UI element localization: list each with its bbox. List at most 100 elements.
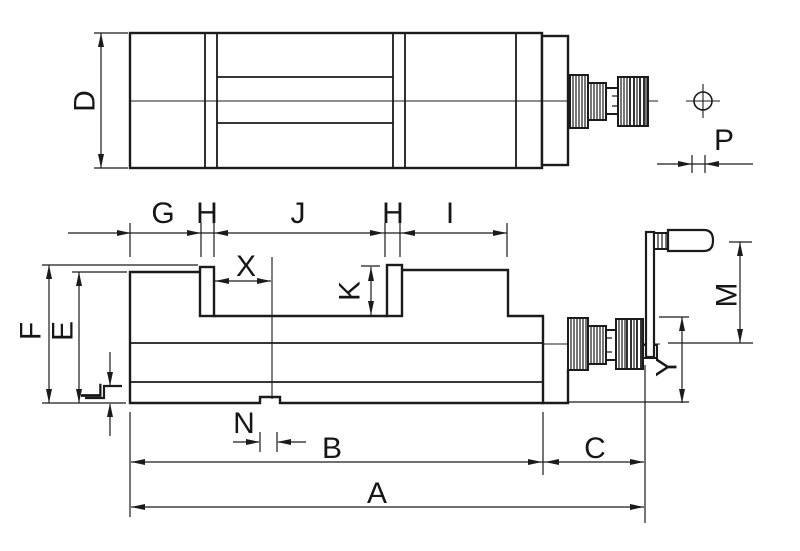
movable-jaw-plate — [385, 263, 404, 318]
arrowhead-up-icon — [76, 272, 82, 286]
dim-d-lines — [94, 32, 128, 169]
arrowhead-right-icon — [528, 459, 542, 465]
screw-nut-hatching — [620, 78, 647, 125]
dim-label-e: E — [47, 321, 80, 341]
dim-label-y: Y — [651, 357, 684, 377]
arrowhead-up-icon — [98, 33, 104, 47]
dim-l: L — [76, 352, 122, 436]
screw-neck-section — [605, 329, 617, 361]
arrowhead-left-icon — [401, 230, 415, 236]
arrowhead-left-icon — [545, 459, 559, 465]
screw-neck-section — [605, 87, 619, 115]
body-inner-lines — [130, 342, 543, 383]
screw-collar-hatching — [590, 84, 604, 119]
dim-label-k: K — [334, 281, 367, 301]
dim-label-p: P — [714, 124, 734, 157]
arrowhead-down-icon — [98, 154, 104, 168]
dim-label-h1: H — [196, 197, 218, 230]
dim-f-lines — [42, 264, 198, 404]
screw-nut-lamellae — [629, 77, 645, 126]
arrowhead-down-icon — [46, 389, 52, 403]
arrowhead-right-icon — [257, 278, 271, 284]
arrowhead-right-icon — [370, 230, 384, 236]
screw-nut-section — [617, 76, 649, 127]
dim-d: D — [69, 32, 128, 169]
dim-m: M — [668, 241, 753, 344]
arrowhead-down-icon — [737, 329, 743, 343]
crank-arm — [644, 230, 656, 359]
arrowhead-left-icon — [131, 504, 145, 510]
arrowhead-down-icon — [679, 389, 685, 403]
base-lip-step — [85, 384, 122, 400]
arrowhead-left-icon — [214, 230, 228, 236]
arrowhead-right-icon — [630, 459, 644, 465]
dim-label-x: X — [236, 250, 256, 283]
arrowhead-up-icon — [107, 403, 113, 417]
screw-nut-lamellae — [626, 319, 642, 369]
dim-x: X — [215, 250, 271, 284]
dim-label-b: B — [322, 432, 342, 465]
dim-label-h2: H — [382, 197, 404, 230]
sliding-jaw-block — [400, 268, 545, 405]
top-view: D P — [69, 31, 753, 173]
arrowhead-down-icon — [76, 389, 82, 403]
handle-hub-knurl — [657, 233, 667, 249]
screw-collar-hatching — [590, 327, 604, 363]
side-view: G H J H I — [15, 197, 753, 523]
dim-label-f: F — [15, 322, 48, 340]
arrowhead-left-icon — [277, 439, 291, 445]
dim-label-c: C — [584, 432, 606, 465]
crosshair-lines-icon — [686, 84, 720, 118]
crank-handle — [644, 228, 715, 359]
screw-nut-hatching — [618, 320, 635, 368]
screw-nut-section — [615, 318, 644, 370]
dim-c: C — [545, 365, 646, 523]
dim-b: B — [129, 412, 644, 517]
arrowhead-right-icon — [493, 230, 507, 236]
screw-thread-hatching — [572, 76, 586, 127]
dim-y: Y — [568, 316, 689, 403]
arrowhead-right-icon — [246, 439, 260, 445]
dim-e: E — [47, 271, 127, 403]
arrowhead-right-icon — [678, 161, 692, 167]
arrowhead-left-icon — [131, 459, 145, 465]
dim-a: A — [131, 477, 644, 510]
dim-chain-ghjhi: G H J H I — [68, 197, 508, 257]
dim-label-g: G — [151, 197, 174, 230]
dim-e-lines — [72, 271, 127, 403]
arrowhead-right-icon — [630, 504, 644, 510]
dim-p: P — [657, 84, 753, 173]
dim-label-d: D — [69, 90, 102, 112]
screw-assembly-plan — [569, 74, 649, 129]
arrowhead-down-icon — [368, 301, 374, 315]
handle-grip — [666, 228, 715, 253]
dim-label-n: N — [233, 407, 255, 440]
dim-y-lines — [568, 316, 689, 403]
fixed-jaw-plate — [198, 265, 216, 318]
arrowhead-up-icon — [368, 267, 374, 281]
dim-label-l: L — [76, 383, 109, 400]
dim-label-j: J — [291, 197, 306, 230]
body-silhouette — [128, 270, 570, 405]
screw-neck-notch — [606, 337, 612, 353]
dim-n: N — [233, 407, 306, 452]
screw-thread-hatching — [570, 319, 587, 369]
dim-label-a: A — [367, 477, 387, 510]
arrowhead-right-icon — [117, 230, 131, 236]
arrowhead-up-icon — [737, 242, 743, 256]
arrowhead-down-icon — [107, 372, 113, 386]
slideway-edges-plan — [217, 76, 393, 124]
chain-extension-ticks — [129, 223, 508, 257]
dim-k: K — [334, 265, 380, 315]
dim-f: F — [15, 264, 198, 404]
arrowhead-left-icon — [705, 161, 719, 167]
dim-label-i: I — [446, 197, 454, 230]
arrowhead-up-icon — [679, 317, 685, 331]
arrowhead-right-icon — [187, 230, 201, 236]
dim-label-m: M — [711, 283, 744, 308]
screw-assembly-elevation — [567, 317, 658, 371]
vise-body-elevation — [128, 257, 660, 405]
arrowhead-left-icon — [215, 278, 229, 284]
